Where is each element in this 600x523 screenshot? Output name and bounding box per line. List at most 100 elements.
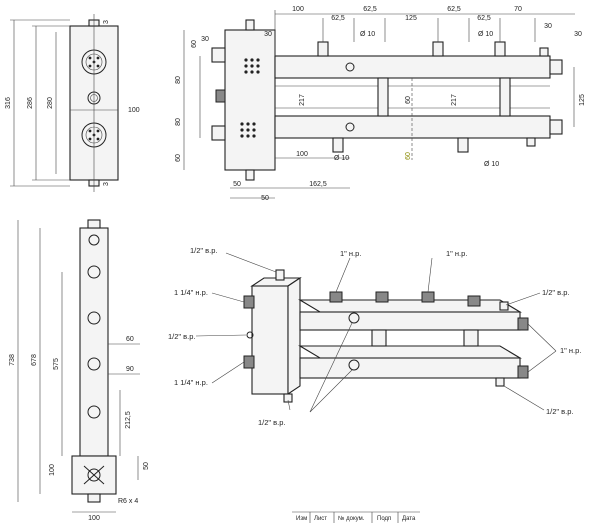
front-left-port: [215, 89, 226, 103]
plan-port-2: [87, 265, 101, 279]
front-dim-bottom-left-2: 50: [261, 195, 269, 202]
side-lower-fitting: [81, 122, 107, 148]
front-bottom-outlet-2: [457, 137, 469, 153]
iso-lower-front: [299, 357, 521, 379]
plan-dim-inner: 575: [53, 358, 60, 370]
iso-fitting-2: [375, 291, 389, 303]
front-dim-center-2: 60: [405, 96, 412, 104]
front-dim-edge-right: 30: [574, 31, 582, 38]
side-view: 316 286 280 100 3 3: [5, 14, 140, 192]
front-lower-bolts: [240, 122, 256, 138]
front-dim-gap-left: 30: [264, 31, 272, 38]
front-dim-bottom-1: 100: [296, 151, 308, 158]
front-right-lower-conn: [549, 119, 563, 135]
plan-dim-width: 100: [88, 515, 100, 522]
front-dim-top-5: 62,5: [447, 6, 461, 13]
iso-fitting-5: [499, 301, 509, 311]
plan-dim-base: 100: [49, 464, 56, 476]
front-hole-label-bottom-1: Ø 10: [334, 155, 349, 162]
plan-port-4: [87, 357, 101, 371]
iso-fitting-1: [329, 291, 343, 303]
iso-fitting-4: [467, 295, 481, 307]
iso-fitting-3: [421, 291, 435, 303]
title-cell-1: Изм: [296, 516, 307, 522]
front-outlet-4: [539, 47, 549, 57]
front-body: [224, 29, 276, 171]
iso-label-top-1: 1" н.р.: [340, 249, 361, 258]
iso-label-left-2: 1/2" в.р.: [168, 332, 196, 341]
side-dim-depth: 100: [128, 107, 140, 114]
iso-label-right-mid: 1" н.р.: [560, 346, 581, 355]
iso-right-conn-1: [517, 317, 529, 331]
plan-dim-total: 738: [9, 354, 16, 366]
plan-port-5: [87, 405, 101, 419]
plan-dim-right-1: 60: [126, 336, 134, 343]
iso-upper-hole: [348, 312, 360, 324]
front-dim-left-1: 80: [175, 76, 182, 84]
plan-dim-mid: 678: [31, 354, 38, 366]
side-dim-inner: 280: [47, 97, 54, 109]
front-bypass-right: [499, 77, 511, 117]
title-cell-2: Лист: [314, 516, 327, 522]
front-bottom-outlet-3: [526, 137, 536, 147]
iso-label-top-2: 1" н.р.: [446, 249, 467, 258]
iso-label-left-top: 1/2" в.р.: [190, 246, 218, 255]
iso-label-right-top: 1/2" в.р.: [542, 288, 570, 297]
plan-dim-right-3: 212,5: [125, 411, 132, 429]
front-lower-manifold: [274, 115, 551, 139]
title-cell-3: № докум.: [338, 515, 365, 522]
iso-top-nipple: [275, 269, 285, 281]
front-outlet-3: [494, 41, 506, 57]
front-dim-bottom-left-1: 50: [233, 181, 241, 188]
front-top-nipple: [245, 19, 255, 31]
front-upper-manifold: [274, 55, 551, 79]
front-dim-center-offset: 60: [405, 152, 412, 160]
front-bottom-outlet-1: [332, 137, 344, 153]
front-dim-top-3: 62,5: [363, 6, 377, 13]
front-lower-inlet: [211, 125, 226, 141]
side-dim-top-gap: 3: [103, 20, 110, 24]
front-upper-hole: [345, 62, 355, 72]
iso-label-right-bottom: 1/2" в.р.: [546, 407, 574, 416]
front-dim-gap-right: 30: [544, 23, 552, 30]
title-cell-5: Дата: [402, 516, 416, 522]
front-hole-label-top-1: Ø 10: [360, 31, 375, 38]
front-dim-top-4: 125: [405, 15, 417, 22]
front-bypass: [377, 77, 389, 117]
iso-right-conn-2: [517, 365, 529, 379]
front-hole-label-top-2: Ø 10: [478, 31, 493, 38]
front-dim-top-1: 100: [292, 6, 304, 13]
iso-upper-front: [299, 311, 521, 331]
iso-label-left-3: 1 1/4" н.р.: [174, 378, 208, 387]
side-dim-bottom-gap: 3: [103, 182, 110, 186]
front-dim-right: 125: [579, 94, 586, 106]
front-dim-top-2: 62,5: [331, 15, 345, 22]
front-dim-left-small-1: 60: [191, 40, 198, 48]
front-view: 100 62,5 62,5 125 62,5 62,5 70 30 30 30 …: [175, 6, 586, 202]
title-cell-4: Подп: [377, 516, 391, 522]
plan-body: [79, 227, 109, 457]
iso-bypass-2: [463, 329, 479, 347]
front-right-upper-conn: [549, 59, 563, 75]
plan-dim-radius: R6 x 4: [118, 498, 138, 505]
iso-left-inlet-2: [243, 355, 255, 369]
front-outlet-2: [432, 41, 444, 57]
front-dim-center-1: 217: [299, 94, 306, 106]
iso-lower-top: [298, 345, 522, 359]
front-outlet-1: [317, 41, 329, 57]
plan-top-nipple: [87, 219, 101, 229]
front-upper-bolts: [244, 58, 260, 74]
front-dim-top-6: 62,5: [477, 15, 491, 22]
front-dim-edge-left: 30: [201, 36, 209, 43]
front-bottom-nipple: [245, 169, 255, 181]
front-upper-inlet: [211, 47, 226, 63]
front-dim-left-small-2: 60: [175, 154, 182, 162]
iso-bypass-1: [371, 329, 387, 347]
iso-bottom-conn: [495, 377, 505, 387]
side-dim-total: 316: [5, 97, 12, 109]
plan-view: 738 678 575 60 90 212,5 50 100 100 R6 x …: [9, 219, 150, 522]
plan-dim-right-4: 50: [143, 462, 150, 470]
front-hole-label-bottom-2: Ø 10: [484, 161, 499, 168]
plan-dim-right-2: 90: [126, 366, 134, 373]
